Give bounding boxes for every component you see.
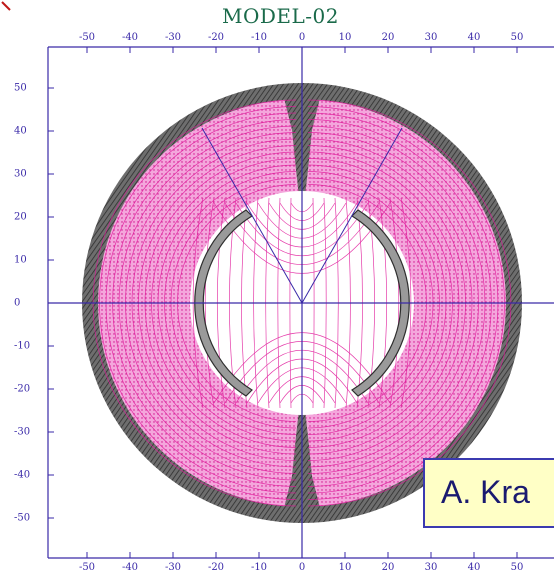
x-tick-label-top: 0 — [298, 32, 306, 43]
y-tick-label: -10 — [14, 340, 31, 352]
y-tick-label: 40 — [14, 125, 27, 137]
x-tick-label-bottom: -50 — [78, 562, 96, 573]
x-tick-label-bottom: -40 — [121, 562, 139, 573]
guide-line-upper-right — [301, 127, 403, 304]
x-tick-label-top: -50 — [78, 32, 96, 43]
x-tick-label-bottom: -20 — [207, 562, 225, 573]
author-note-box: A. Kra — [423, 458, 554, 528]
x-tick-label-top: 10 — [338, 32, 352, 43]
x-tick-label-top: 20 — [381, 32, 395, 43]
coil-right — [351, 209, 410, 397]
x-tick-label-top: -40 — [121, 32, 139, 43]
y-tick-label: 30 — [14, 168, 27, 180]
x-tick-label-bottom: 40 — [467, 562, 481, 573]
x-tick-label-bottom: 30 — [424, 562, 438, 573]
y-tick-label: 10 — [14, 254, 27, 266]
tick-marks — [48, 47, 518, 558]
coil-left — [194, 209, 253, 397]
author-note-text: A. Kra — [441, 474, 530, 510]
y-tick-label: -40 — [14, 469, 31, 481]
x-tick-label-bottom: -30 — [164, 562, 182, 573]
y-tick-label: 20 — [14, 211, 27, 223]
y-tick-label: 0 — [14, 297, 21, 309]
y-tick-label: -50 — [14, 512, 31, 524]
y-tick-label: -30 — [14, 426, 31, 438]
x-tick-label-top: 30 — [424, 32, 438, 43]
y-tick-label: -20 — [14, 383, 31, 395]
x-tick-label-top: -30 — [164, 32, 182, 43]
x-tick-label-top: -20 — [207, 32, 225, 43]
y-tick-label: 50 — [14, 82, 27, 94]
x-tick-label-bottom: 20 — [381, 562, 395, 573]
corner-mark — [1, 1, 11, 11]
x-tick-label-bottom: 50 — [510, 562, 524, 573]
diagram-title: MODEL-02 — [222, 4, 339, 28]
x-tick-label-top: 40 — [467, 32, 481, 43]
x-tick-label-bottom: 0 — [298, 562, 306, 573]
guide-line-upper-left — [201, 127, 303, 304]
x-tick-label-bottom: 10 — [338, 562, 352, 573]
x-tick-label-bottom: -10 — [250, 562, 268, 573]
x-tick-label-top: -10 — [250, 32, 268, 43]
x-tick-label-top: 50 — [510, 32, 524, 43]
